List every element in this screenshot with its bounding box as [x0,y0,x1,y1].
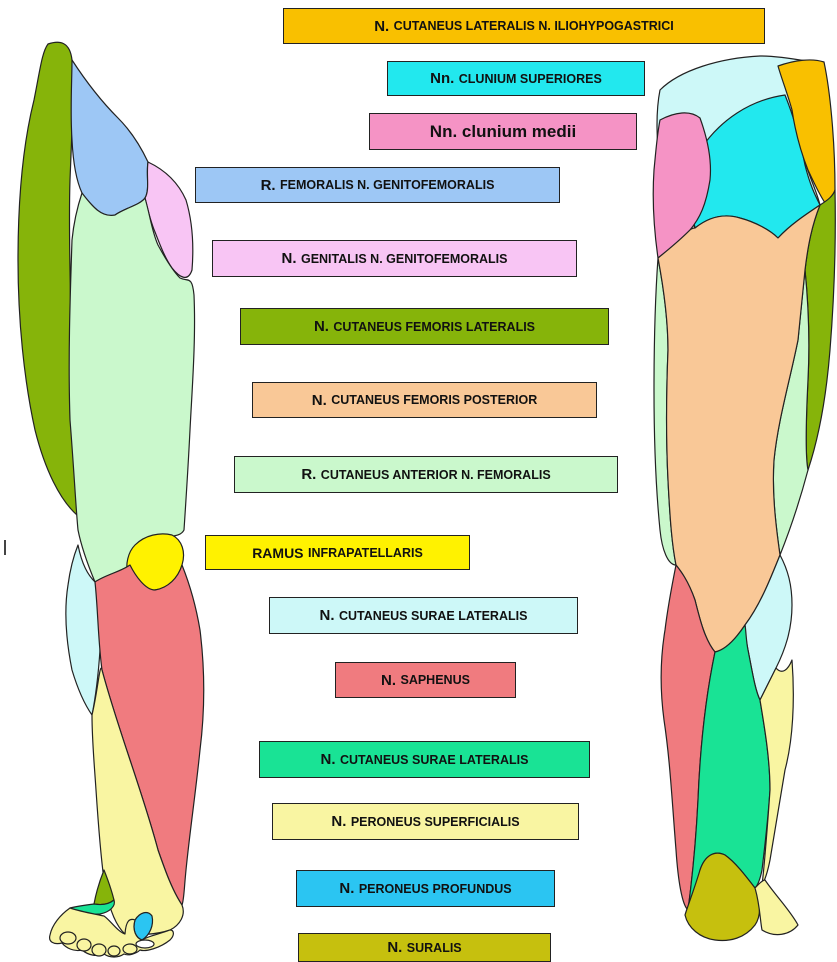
label-peroneus-superficialis: N. PERONEUS SUPERFICIALIS [272,803,579,840]
label-cutaneus-surae-lateralis-1: N. CUTANEUS SURAE LATERALIS [269,597,578,634]
label-cutaneus-femoris-posterior: N. CUTANEUS FEMORIS POSTERIOR [252,382,597,418]
label-ramus-infrapatellaris: Ramus INFRAPATELLARIS [205,535,470,570]
toe-nail-anterior [136,940,154,948]
label-cutaneus-surae-lateralis-2: N. CUTANEUS SURAE LATERALIS [259,741,590,778]
toe-4-anterior [108,946,120,956]
label-suralis: N. SURALIS [298,933,551,962]
toe-5-anterior [123,944,137,954]
label-cutaneus-anterior-femoralis: R. CUTANEUS ANTERIOR N. FEMORALIS [234,456,618,493]
toe-3-anterior [92,944,106,956]
label-clunium-medii: Nn. clunium medii [369,113,637,150]
heel-right-posterior [755,880,798,935]
label-saphenus: N. SAPHENUS [335,662,516,698]
anterior-leg [18,42,204,957]
label-iliohypogastricus: N. CUTANEUS LATERALIS N. ILIOHYPOGASTRIC… [283,8,765,44]
toe-2-anterior [77,939,91,951]
label-clunium-superiores: Nn. CLUNIUM SUPERIORES [387,61,645,96]
region-cutaneus-femoris-lateralis-anterior [18,42,77,515]
posterior-leg [653,56,835,940]
label-peroneus-profundus: N. PERONEUS PROFUNDUS [296,870,555,907]
label-genitalis-genitofemoralis: N. GENITALIS N. GENITOFEMORALIS [212,240,577,277]
label-cutaneus-femoris-lateralis: N. CUTANEUS FEMORIS LATERALIS [240,308,609,345]
toe-1-anterior [60,932,76,944]
label-femoralis-genitofemoralis: R. FEMORALIS N. GENITOFEMORALIS [195,167,560,203]
